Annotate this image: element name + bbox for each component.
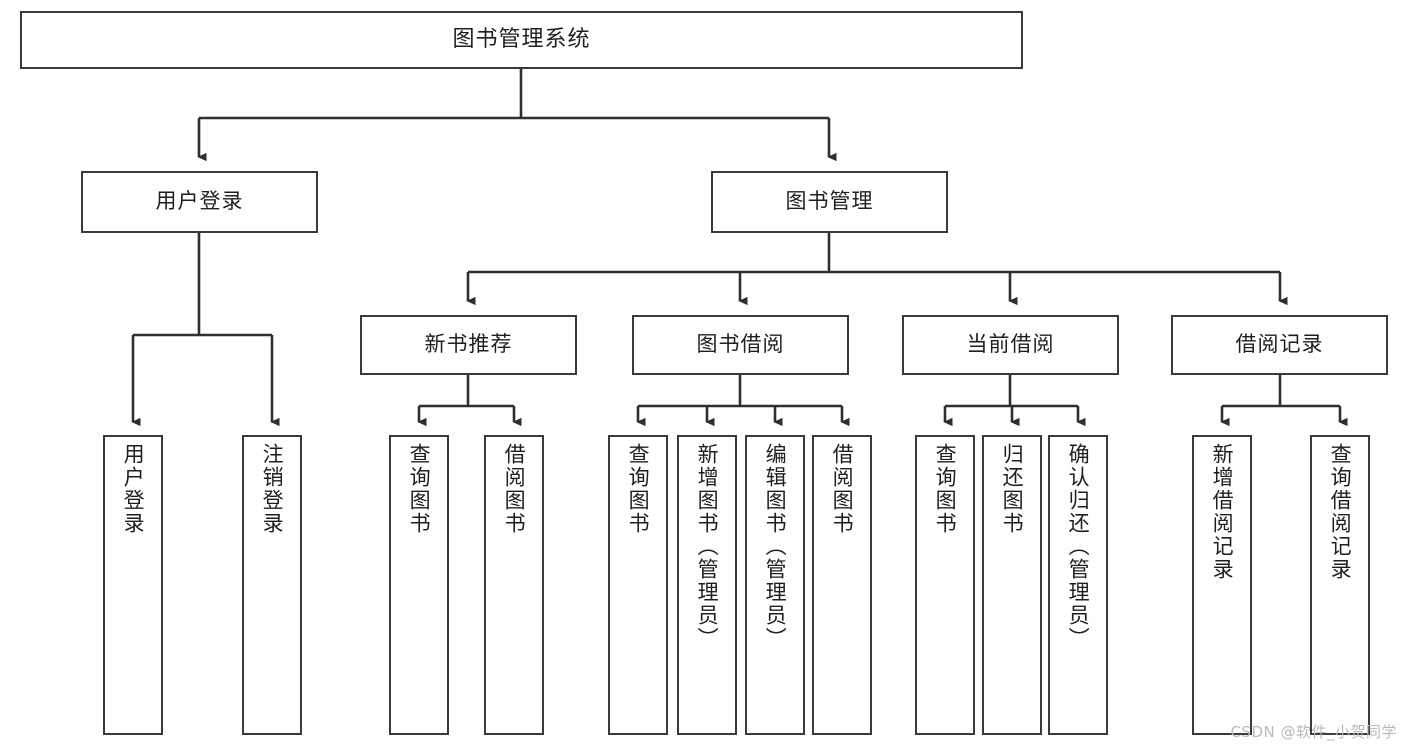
leaf-label: 用户登录 (121, 443, 146, 535)
leaf-label: 归还图书 (1000, 443, 1025, 535)
node-book-management-system[interactable]: 图书管理系统 (20, 11, 1023, 69)
node-new-book-recommendation[interactable]: 新书推荐 (360, 315, 577, 375)
node-book-borrowing[interactable]: 图书借阅 (632, 315, 849, 375)
node-label: 当前借阅 (966, 332, 1055, 357)
leaf-label: 编辑图书（管理员） (763, 443, 788, 650)
node-label: 图书借阅 (696, 332, 785, 357)
node-label: 用户登录 (155, 189, 244, 214)
leaf-borrow-books-newbook[interactable]: 借阅图书 (484, 435, 544, 735)
leaf-label: 查询图书 (407, 443, 432, 535)
leaf-label: 新增图书（管理员） (695, 443, 720, 650)
leaf-edit-book-admin[interactable]: 编辑图书（管理员） (745, 435, 805, 735)
leaf-label: 借阅图书 (830, 443, 855, 535)
leaf-label: 确认归还（管理员） (1066, 443, 1091, 650)
node-label: 图书管理系统 (452, 26, 591, 52)
leaf-return-books[interactable]: 归还图书 (982, 435, 1042, 735)
node-book-management[interactable]: 图书管理 (711, 171, 948, 233)
leaf-query-books-newbook[interactable]: 查询图书 (389, 435, 449, 735)
leaf-add-borrow-record[interactable]: 新增借阅记录 (1192, 435, 1252, 735)
leaf-query-books-borrow[interactable]: 查询图书 (608, 435, 668, 735)
leaf-borrow-books-borrow[interactable]: 借阅图书 (812, 435, 872, 735)
leaf-label: 借阅图书 (502, 443, 527, 535)
leaf-label: 新增借阅记录 (1210, 443, 1235, 581)
leaf-logout[interactable]: 注销登录 (242, 435, 302, 735)
node-borrowing-records[interactable]: 借阅记录 (1171, 315, 1388, 375)
node-label: 图书管理 (785, 189, 874, 214)
leaf-add-book-admin[interactable]: 新增图书（管理员） (677, 435, 737, 735)
node-label: 新书推荐 (424, 332, 513, 357)
leaf-label: 查询图书 (626, 443, 651, 535)
leaf-label: 查询图书 (933, 443, 958, 535)
node-current-borrowing[interactable]: 当前借阅 (902, 315, 1119, 375)
leaf-label: 查询借阅记录 (1328, 443, 1353, 581)
node-user-login[interactable]: 用户登录 (81, 171, 318, 233)
leaf-user-login[interactable]: 用户登录 (103, 435, 163, 735)
leaf-query-books-current[interactable]: 查询图书 (915, 435, 975, 735)
leaf-confirm-return-admin[interactable]: 确认归还（管理员） (1048, 435, 1108, 735)
csdn-watermark: CSDN @软件_小贺同学 (1230, 723, 1397, 741)
node-label: 借阅记录 (1235, 332, 1324, 357)
leaf-label: 注销登录 (260, 443, 285, 535)
leaf-query-borrow-record[interactable]: 查询借阅记录 (1310, 435, 1370, 735)
